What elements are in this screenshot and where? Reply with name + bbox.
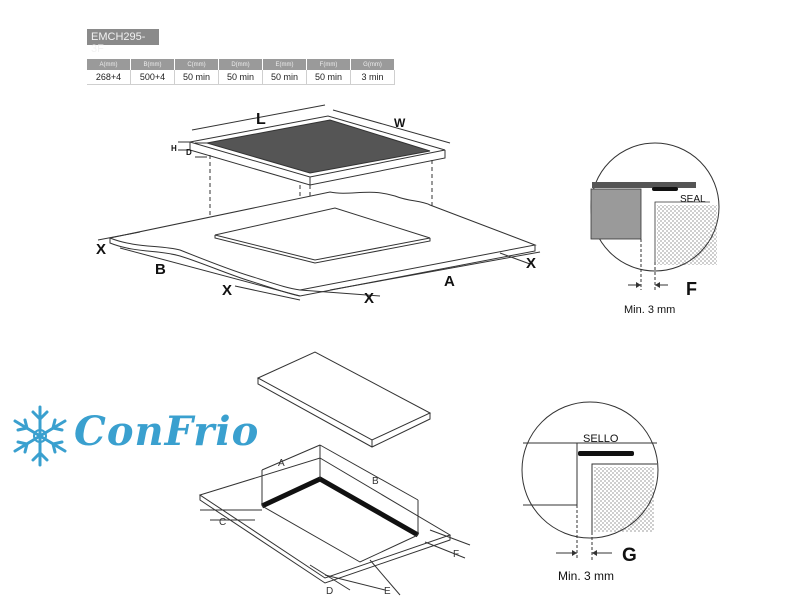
- label-c: C: [219, 517, 226, 528]
- label-a-bottom: A: [278, 458, 285, 469]
- countertop: [97, 191, 541, 301]
- value-d: 50 min: [218, 70, 263, 85]
- label-d-bottom: D: [326, 586, 333, 597]
- label-d: D: [186, 148, 192, 157]
- label-e: E: [384, 586, 391, 597]
- gap-label-f: F: [686, 279, 697, 299]
- sello-label: SELLO: [583, 433, 619, 445]
- value-b: 500+4: [130, 70, 175, 85]
- snowflake-icon: [13, 405, 67, 467]
- label-l: L: [256, 111, 266, 128]
- min-label-f: Min. 3 mm: [624, 304, 675, 316]
- label-f-bottom: F: [453, 549, 459, 560]
- model-tag: EMCH295-3F: [87, 29, 159, 55]
- header-d: D(mm): [218, 59, 263, 70]
- header-c: C(mm): [174, 59, 219, 70]
- seal-label: SEAL: [680, 194, 706, 205]
- label-b: B: [155, 261, 166, 278]
- header-b: B(mm): [130, 59, 175, 70]
- label-x-bottom: X: [222, 282, 232, 299]
- header-g: G(mm): [350, 59, 395, 70]
- seal-detail-circle: [590, 142, 720, 290]
- spec-table: EMCH295-3F A(mm) B(mm) C(mm) D(mm) E(mm)…: [87, 29, 395, 85]
- label-h: H: [171, 144, 177, 153]
- header-e: E(mm): [262, 59, 307, 70]
- confrio-logo: ConFrio: [74, 408, 260, 455]
- value-g: 3 min: [350, 70, 395, 85]
- value-f: 50 min: [306, 70, 351, 85]
- value-e: 50 min: [262, 70, 307, 85]
- bottom-diagram-labels: A B C D E F: [219, 458, 459, 597]
- value-c: 50 min: [174, 70, 219, 85]
- gap-label-g: G: [622, 545, 637, 566]
- label-w: W: [394, 116, 406, 130]
- hob-exploded: [256, 351, 432, 448]
- label-x-left: X: [96, 241, 106, 258]
- label-x-front: X: [364, 290, 374, 307]
- label-a: A: [444, 273, 455, 290]
- header-a: A(mm): [87, 59, 131, 70]
- label-x-right: X: [526, 255, 536, 272]
- seal-detail-1-labels: SEAL F Min. 3 mm: [624, 194, 706, 316]
- label-b-bottom: B: [372, 476, 379, 487]
- dimension-table: A(mm) B(mm) C(mm) D(mm) E(mm) F(mm) G(mm…: [87, 59, 395, 85]
- value-a: 268+4: [87, 70, 131, 85]
- hob-glass: [206, 119, 431, 174]
- header-f: F(mm): [306, 59, 351, 70]
- top-diagram-labels: L W H D B A X X X X: [96, 111, 536, 307]
- min-label-g: Min. 3 mm: [558, 569, 614, 583]
- sello-detail-labels: SELLO G Min. 3 mm: [558, 433, 637, 583]
- cutout-bottom: [198, 444, 471, 596]
- sello-detail-circle: [521, 401, 659, 560]
